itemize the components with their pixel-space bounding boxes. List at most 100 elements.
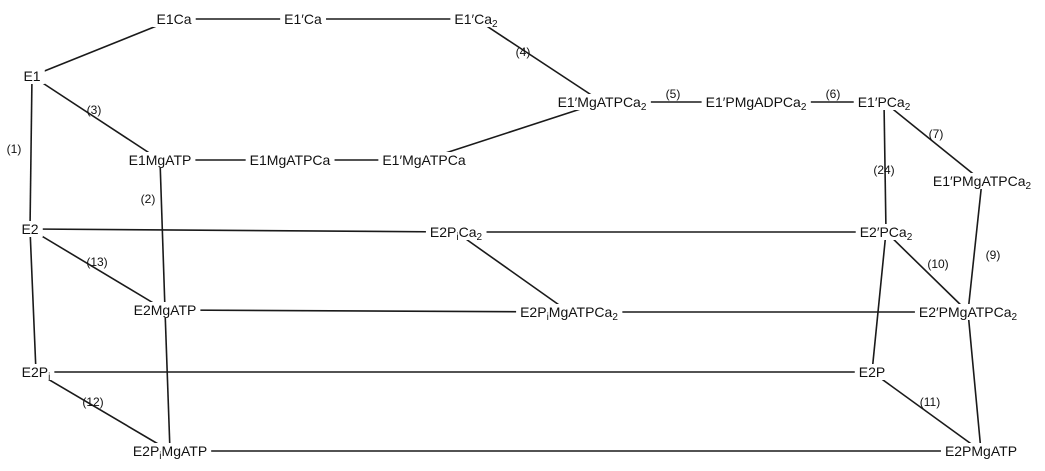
edge-e1pca2-e1pmgatpca2	[475, 18, 603, 103]
step-13-label: (13)	[86, 255, 107, 269]
step-3-label: (3)	[87, 103, 102, 117]
node-e1ca: E1Ca	[152, 11, 196, 27]
step-4-label: (4)	[516, 45, 531, 59]
edge-e2pica2-e2pimgatpca2	[455, 231, 570, 313]
step-7-label: (7)	[929, 127, 944, 141]
node-label: E2PMgATP	[945, 443, 1017, 459]
node-background	[280, 11, 327, 27]
node-e1ppca2: E1′PCa2	[853, 94, 915, 113]
node-background	[129, 302, 201, 318]
node-e1pmgatpca: E1′MgATPCa	[378, 152, 470, 168]
node-background	[152, 11, 196, 27]
node-background	[553, 94, 651, 110]
node-label: E2′PMgATPCa2	[919, 304, 1018, 323]
node-e2p: E2P	[854, 364, 890, 380]
node-label: E1′Ca2	[454, 11, 498, 30]
node-e2ppca2: E2′PCa2	[855, 224, 917, 243]
node-label: E1′MgATPCa2	[558, 94, 647, 113]
node-background	[854, 364, 890, 380]
step-24-label: (24)	[873, 163, 894, 177]
edge-e2mgatp-e2pimgatp	[164, 309, 171, 452]
edge-e2pi-e2pimgatp	[35, 371, 171, 452]
node-label: E2PiCa2	[430, 224, 483, 243]
step-10-label: (10)	[927, 257, 948, 271]
step-11-label: (11)	[920, 395, 940, 409]
node-background	[19, 68, 45, 84]
node-e1ppmgadpca2: E1′PMgADPCa2	[701, 94, 811, 113]
node-e1mgatp: E1MgATP	[124, 152, 196, 168]
node-background	[940, 443, 1022, 459]
node-e1pmgatpca2: E1′MgATPCa2	[553, 94, 651, 113]
node-background	[378, 152, 470, 168]
step-2-label: (2)	[141, 192, 156, 206]
node-background	[245, 152, 335, 168]
node-label: E2PiMgATP	[133, 443, 207, 462]
edge-e2p-e2pmgatp	[871, 371, 982, 452]
node-label: E1MgATPCa	[250, 152, 331, 168]
node-background	[516, 304, 623, 320]
node-background	[425, 224, 487, 240]
edge-e1ppmgatpca2-e2ppmgatpca2	[967, 180, 983, 313]
node-label: E2′PCa2	[860, 224, 913, 243]
edge-e2-e2mgatp	[29, 228, 166, 311]
node-label: E2Pi	[22, 364, 51, 383]
node-label: E1′PCa2	[858, 94, 911, 113]
node-e1: E1	[19, 68, 45, 84]
node-background	[928, 173, 1036, 189]
node-e2pimgatp: E2PiMgATP	[128, 443, 212, 462]
node-background	[855, 224, 917, 240]
edges-layer	[29, 18, 983, 452]
edge-e2-e2pi	[29, 228, 37, 373]
node-background	[17, 364, 55, 380]
step-12-label: (12)	[82, 395, 103, 409]
edge-e1mgatp-e2mgatp	[159, 159, 166, 311]
edge-e1-e1mgatp	[31, 75, 161, 161]
node-background	[853, 94, 915, 110]
node-e2pi: E2Pi	[17, 364, 55, 383]
edge-e1ppca2-e2ppca2	[883, 101, 887, 233]
node-background	[124, 152, 196, 168]
node-background	[17, 221, 43, 237]
step-9-label: (9)	[986, 248, 1001, 262]
node-e2mgatp: E2MgATP	[129, 302, 201, 318]
node-e2pica2: E2PiCa2	[425, 224, 487, 243]
step-labels-layer: (1) (2) (3) (4) (5) (6) (7) (9) (10) (11) (12) (13)…	[7, 45, 1001, 409]
node-label: E2MgATP	[134, 302, 197, 318]
node-e1mgatpca: E1MgATPCa	[245, 152, 335, 168]
edge-e1-e2	[29, 75, 33, 230]
node-label: E1′MgATPCa	[382, 152, 465, 168]
edge-e2ppca2-e2ppmgatpca2	[885, 231, 969, 313]
node-label: E1′Ca	[284, 11, 322, 27]
node-e1pca2: E1′Ca2	[450, 11, 503, 30]
edge-e1ppca2-e1ppmgatpca2	[883, 101, 983, 182]
node-label: E2	[21, 221, 38, 237]
node-e2pmgatp: E2PMgATP	[940, 443, 1022, 459]
node-e2: E2	[17, 221, 43, 237]
node-background	[701, 94, 811, 110]
node-background	[128, 443, 212, 459]
node-label: E2PiMgATPCa2	[520, 304, 618, 323]
edge-e2mgatp-e2pimgatpca2	[164, 309, 570, 313]
edge-e1-e1ca	[31, 18, 175, 77]
node-label: E1	[23, 68, 40, 84]
edge-e2-e2pica2	[29, 228, 457, 233]
node-label: E1Ca	[156, 11, 191, 27]
node-label: E2P	[859, 364, 885, 380]
node-e1ppmgatpca2: E1′PMgATPCa2	[928, 173, 1036, 192]
edge-e2ppca2-e2p	[871, 231, 887, 373]
node-background	[450, 11, 503, 27]
step-1-label: (1)	[7, 142, 22, 156]
node-e1pca: E1′Ca	[280, 11, 327, 27]
step-6-label: (6)	[826, 87, 841, 101]
step-5-label: (5)	[666, 87, 681, 101]
edge-e2ppmgatpca2-e2pmgatp	[967, 311, 982, 452]
node-background	[914, 304, 1022, 320]
node-e2pimgatpca2: E2PiMgATPCa2	[516, 304, 623, 323]
node-label: E1′PMgADPCa2	[706, 94, 807, 113]
node-e2ppmgatpca2: E2′PMgATPCa2	[914, 304, 1022, 323]
edge-e1pmgatpca-e1pmgatpca2	[423, 101, 603, 161]
node-label: E1′PMgATPCa2	[933, 173, 1032, 192]
node-label: E1MgATP	[129, 152, 192, 168]
